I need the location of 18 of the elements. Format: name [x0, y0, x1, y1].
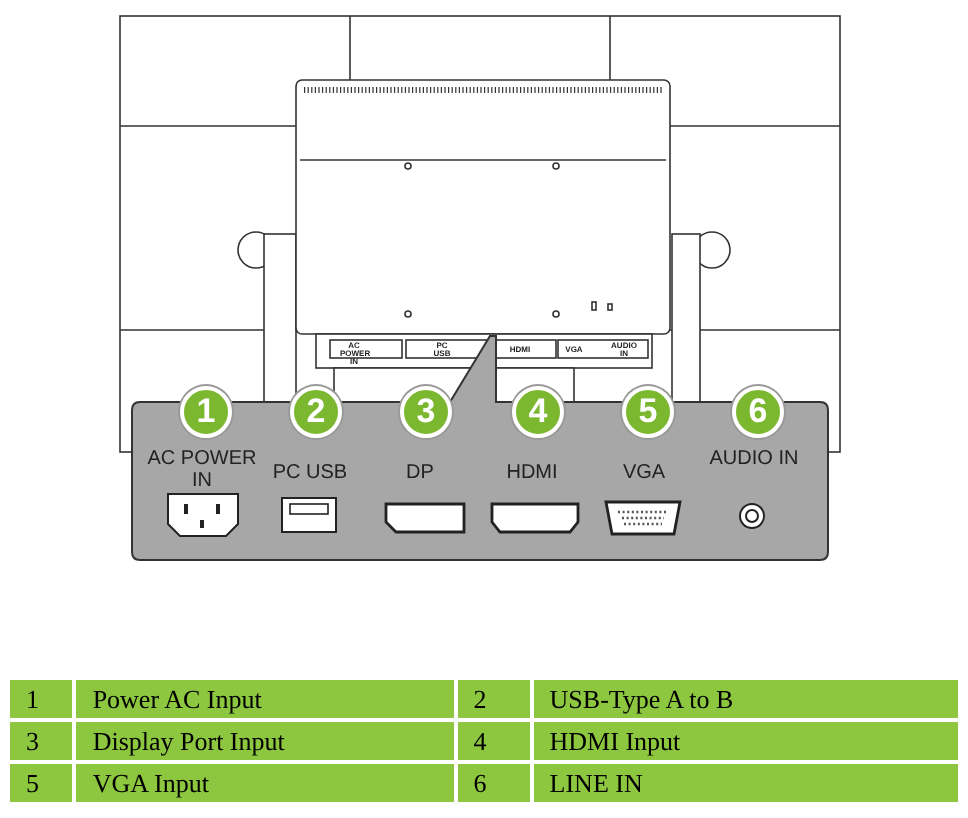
- table-cell: VGA Input: [74, 762, 456, 804]
- table-cell: LINE IN: [531, 762, 960, 804]
- table-cell: Power AC Input: [74, 678, 456, 720]
- table-cell: 3: [8, 720, 75, 762]
- table-cell: HDMI Input: [531, 720, 960, 762]
- port-label: AC POWER IN: [145, 450, 259, 492]
- table-cell: USB-Type A to B: [531, 678, 960, 720]
- table-cell: Display Port Input: [74, 720, 456, 762]
- port-label: VGA: [620, 464, 668, 485]
- port-label: PC USB: [270, 464, 350, 485]
- port-label: AUDIO IN: [707, 450, 801, 471]
- port-label: HDMI: [504, 464, 560, 485]
- table-cell: 5: [8, 762, 75, 804]
- table-cell: 4: [455, 720, 532, 762]
- port-label: DP: [404, 464, 436, 485]
- table-cell: 6: [455, 762, 532, 804]
- table-cell: 2: [455, 678, 532, 720]
- table-cell: 1: [8, 678, 75, 720]
